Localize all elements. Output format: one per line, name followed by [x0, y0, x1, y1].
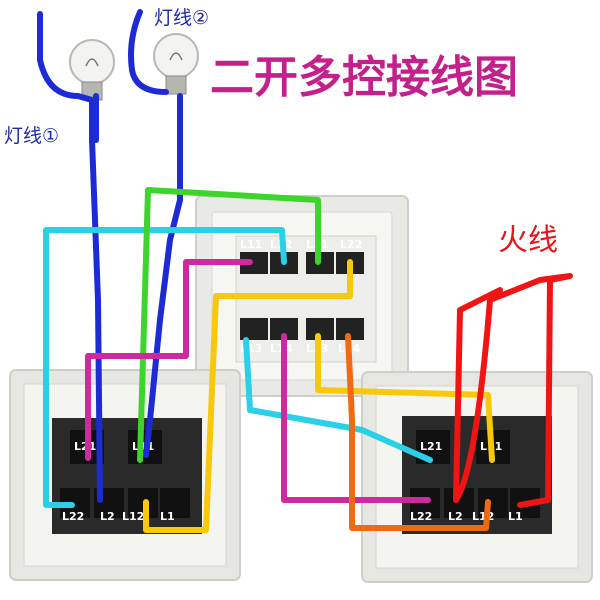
left-terminal-block	[160, 488, 190, 518]
bulb-1	[69, 39, 115, 101]
middle-terminal-block	[306, 318, 334, 340]
live-wire-label: 火线	[498, 223, 558, 258]
left-bottom-terminal-label: L22	[62, 510, 84, 523]
cyan-wire	[43, 227, 287, 508]
lamp1-label: 灯线①	[4, 125, 59, 147]
magenta-wire	[85, 259, 253, 461]
wires	[37, 9, 573, 533]
diagram-title: 二开多控接线图	[210, 52, 518, 103]
left-bottom-terminal-label: L2	[100, 510, 115, 523]
orange-wire	[345, 333, 491, 531]
right-bottom-terminal-label: L1	[508, 510, 523, 523]
left-switch: L21 L11 L22 L2 L12 L1	[9, 369, 241, 581]
lamp1-wire-a	[37, 11, 103, 503]
right-bottom-terminal-label: L2	[448, 510, 463, 523]
yellow-wire-b	[315, 333, 495, 463]
cyan-wire-b	[243, 337, 433, 463]
bulb-glass	[153, 33, 199, 79]
right-bottom-terminal-label: L22	[410, 510, 432, 523]
bulb-base	[165, 75, 187, 95]
yellow-wire	[143, 259, 353, 533]
right-bottom-terminal-label: L12	[472, 510, 494, 523]
green-wire	[137, 187, 321, 463]
middle-terminal-block	[240, 318, 268, 340]
lamp2-label: 灯线②	[154, 7, 209, 29]
bulb-glass	[69, 39, 115, 85]
right-terminal-block	[478, 488, 508, 518]
middle-terminal-block	[270, 318, 298, 340]
middle-top-terminal-label: L22	[340, 238, 362, 251]
middle-terminal-block	[240, 252, 268, 274]
left-bottom-terminal-label: L12	[122, 510, 144, 523]
middle-top-terminal-label: L11	[240, 238, 262, 251]
left-bottom-terminal-label: L1	[160, 510, 175, 523]
lamp2-wire-a	[128, 9, 169, 95]
lamp2-wire-b	[143, 93, 183, 458]
right-top-terminal-label: L21	[420, 440, 442, 453]
middle-terminal-block	[336, 318, 364, 340]
bulb-2	[153, 33, 199, 95]
live-wire	[453, 273, 573, 508]
bulb-filament	[85, 58, 99, 67]
bulb-filament	[169, 52, 183, 61]
